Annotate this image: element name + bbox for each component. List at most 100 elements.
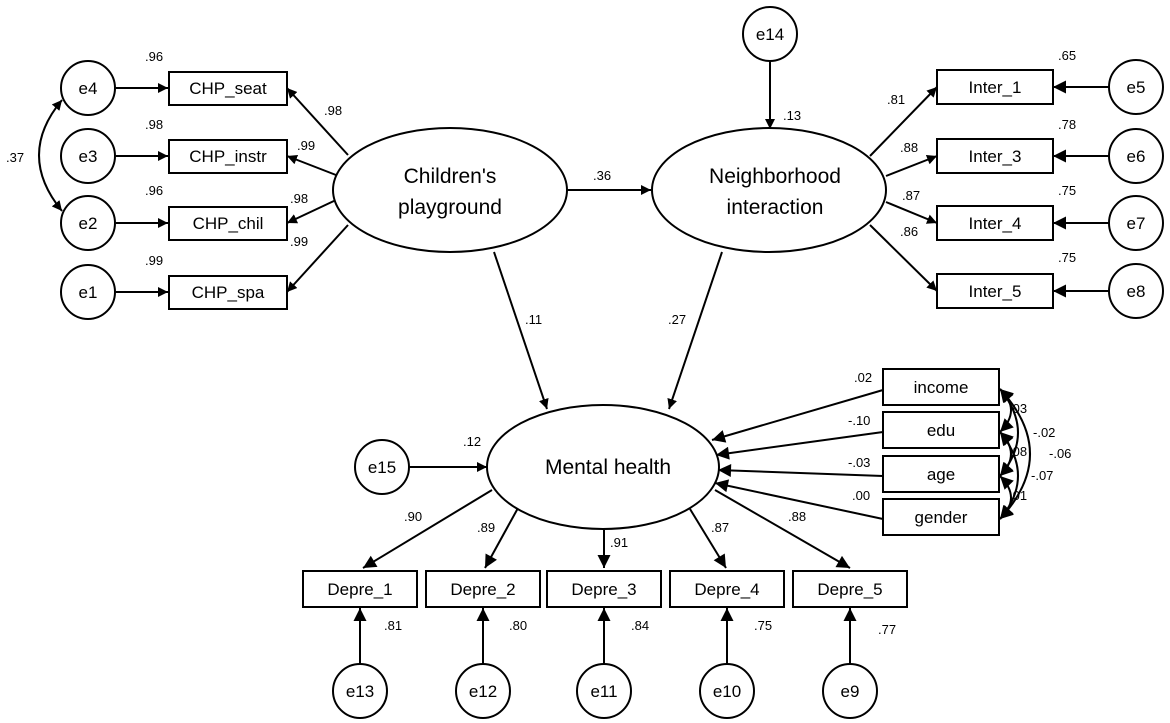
coef-label: .12 <box>463 434 481 449</box>
coef-label: .87 <box>902 188 920 203</box>
coef-label: .02 <box>854 370 872 385</box>
svg-text:e12: e12 <box>469 682 497 701</box>
coef-label: -.10 <box>848 413 870 428</box>
coef-label: -.03 <box>848 455 870 470</box>
coef-label: .36 <box>593 168 611 183</box>
error-e8: e8 <box>1108 263 1164 319</box>
latent-label-line-1: Neighborhood <box>709 165 841 188</box>
svg-text:e3: e3 <box>79 147 98 166</box>
latent-label-line-2: interaction <box>727 196 824 219</box>
coef-label: .99 <box>290 234 308 249</box>
svg-text:Inter_1: Inter_1 <box>969 78 1022 97</box>
error-e11: e11 <box>576 663 632 719</box>
coef-label: .78 <box>1058 117 1076 132</box>
svg-text:Depre_5: Depre_5 <box>817 580 882 599</box>
coef-label: .13 <box>783 108 801 123</box>
svg-text:CHP_chil: CHP_chil <box>193 214 264 233</box>
arrow-interaction-inter-4 <box>885 201 938 224</box>
coef-label: -.02 <box>1033 425 1055 440</box>
observed-gender: gender <box>882 498 1000 536</box>
latent-label-line-1: Children's <box>404 165 497 188</box>
latent-label: Mental health <box>545 456 671 479</box>
coef-label: .75 <box>754 618 772 633</box>
svg-text:e4: e4 <box>79 79 98 98</box>
error-e6: e6 <box>1108 128 1164 184</box>
coef-label: -.06 <box>1049 446 1071 461</box>
arrow-playground-chp-seat <box>286 87 349 156</box>
observed-inter-1: Inter_1 <box>936 69 1054 105</box>
error-terms: e4 e3 e2 e1 e14 e5 e6 e7 e8 e15 e13 e12 … <box>60 6 1164 719</box>
error-e2: e2 <box>60 195 116 251</box>
coef-label: .00 <box>852 488 870 503</box>
svg-text:Inter_4: Inter_4 <box>969 214 1022 233</box>
latent-children-playground: Children's playground <box>332 127 568 253</box>
svg-text:e10: e10 <box>713 682 741 701</box>
coef-label: .75 <box>1058 183 1076 198</box>
arrow-playground-chp-spa <box>286 224 349 293</box>
coef-label: .77 <box>878 622 896 637</box>
coef-label: .96 <box>145 49 163 64</box>
svg-text:Depre_1: Depre_1 <box>327 580 392 599</box>
arrow-playground-chp-instr <box>286 154 337 176</box>
observed-depre-2: Depre_2 <box>425 570 541 608</box>
arrow-mental-depre-1 <box>362 489 493 569</box>
coef-label: .91 <box>610 535 628 550</box>
coef-label: .75 <box>1058 250 1076 265</box>
svg-text:e14: e14 <box>756 25 784 44</box>
coef-label: .98 <box>324 103 342 118</box>
svg-text:Inter_3: Inter_3 <box>969 147 1022 166</box>
observed-age: age <box>882 455 1000 493</box>
svg-text:e1: e1 <box>79 283 98 302</box>
latent-mental-health: Mental health <box>486 404 720 530</box>
svg-text:CHP_instr: CHP_instr <box>189 147 267 166</box>
svg-text:Depre_4: Depre_4 <box>694 580 759 599</box>
svg-text:income: income <box>914 378 969 397</box>
coef-label: .88 <box>788 509 806 524</box>
svg-text:e8: e8 <box>1127 282 1146 301</box>
observed-depre-3: Depre_3 <box>546 570 662 608</box>
covariate-covariances <box>999 388 1031 520</box>
svg-text:CHP_seat: CHP_seat <box>189 79 267 98</box>
coef-label: .99 <box>297 138 315 153</box>
svg-text:e6: e6 <box>1127 147 1146 166</box>
arrow-income-mental <box>711 389 884 443</box>
svg-text:e13: e13 <box>346 682 374 701</box>
observed-inter-5: Inter_5 <box>936 273 1054 309</box>
coef-label: .37 <box>6 150 24 165</box>
coef-label: .99 <box>145 253 163 268</box>
observed-chp-seat: CHP_seat <box>168 71 288 106</box>
error-e4: e4 <box>60 60 116 116</box>
coef-label: .03 <box>1009 401 1027 416</box>
coef-label: .96 <box>145 183 163 198</box>
coef-label: .08 <box>1009 444 1027 459</box>
error-e14: e14 <box>742 6 798 62</box>
svg-text:age: age <box>927 465 955 484</box>
coef-label: .87 <box>711 520 729 535</box>
svg-text:edu: edu <box>927 421 955 440</box>
coef-label: .86 <box>900 224 918 239</box>
error-e3: e3 <box>60 128 116 184</box>
observed-chp-spa: CHP_spa <box>168 275 288 310</box>
coef-label: .81 <box>384 618 402 633</box>
error-e12: e12 <box>455 663 511 719</box>
svg-text:Inter_5: Inter_5 <box>969 282 1022 301</box>
coef-label: .89 <box>477 520 495 535</box>
arrow-gender-mental <box>714 479 884 520</box>
error-e13: e13 <box>332 663 388 719</box>
svg-text:e11: e11 <box>590 682 617 701</box>
svg-text:CHP_spa: CHP_spa <box>192 283 265 302</box>
coef-label: .81 <box>887 92 905 107</box>
coef-label: .01 <box>1009 488 1027 503</box>
arrow-playground-mental <box>493 251 549 410</box>
error-e7: e7 <box>1108 195 1164 251</box>
error-e15: e15 <box>354 439 410 495</box>
svg-text:Depre_3: Depre_3 <box>571 580 636 599</box>
observed-depre-4: Depre_4 <box>669 570 785 608</box>
arrow-interaction-inter-1 <box>869 86 938 157</box>
svg-text:gender: gender <box>915 508 968 527</box>
arrow-playground-chp-chil <box>286 199 337 224</box>
diagram-arrows <box>38 60 1110 665</box>
error-e10: e10 <box>699 663 755 719</box>
svg-text:e2: e2 <box>79 214 98 233</box>
latent-neighborhood-interaction: Neighborhood interaction <box>651 127 887 253</box>
